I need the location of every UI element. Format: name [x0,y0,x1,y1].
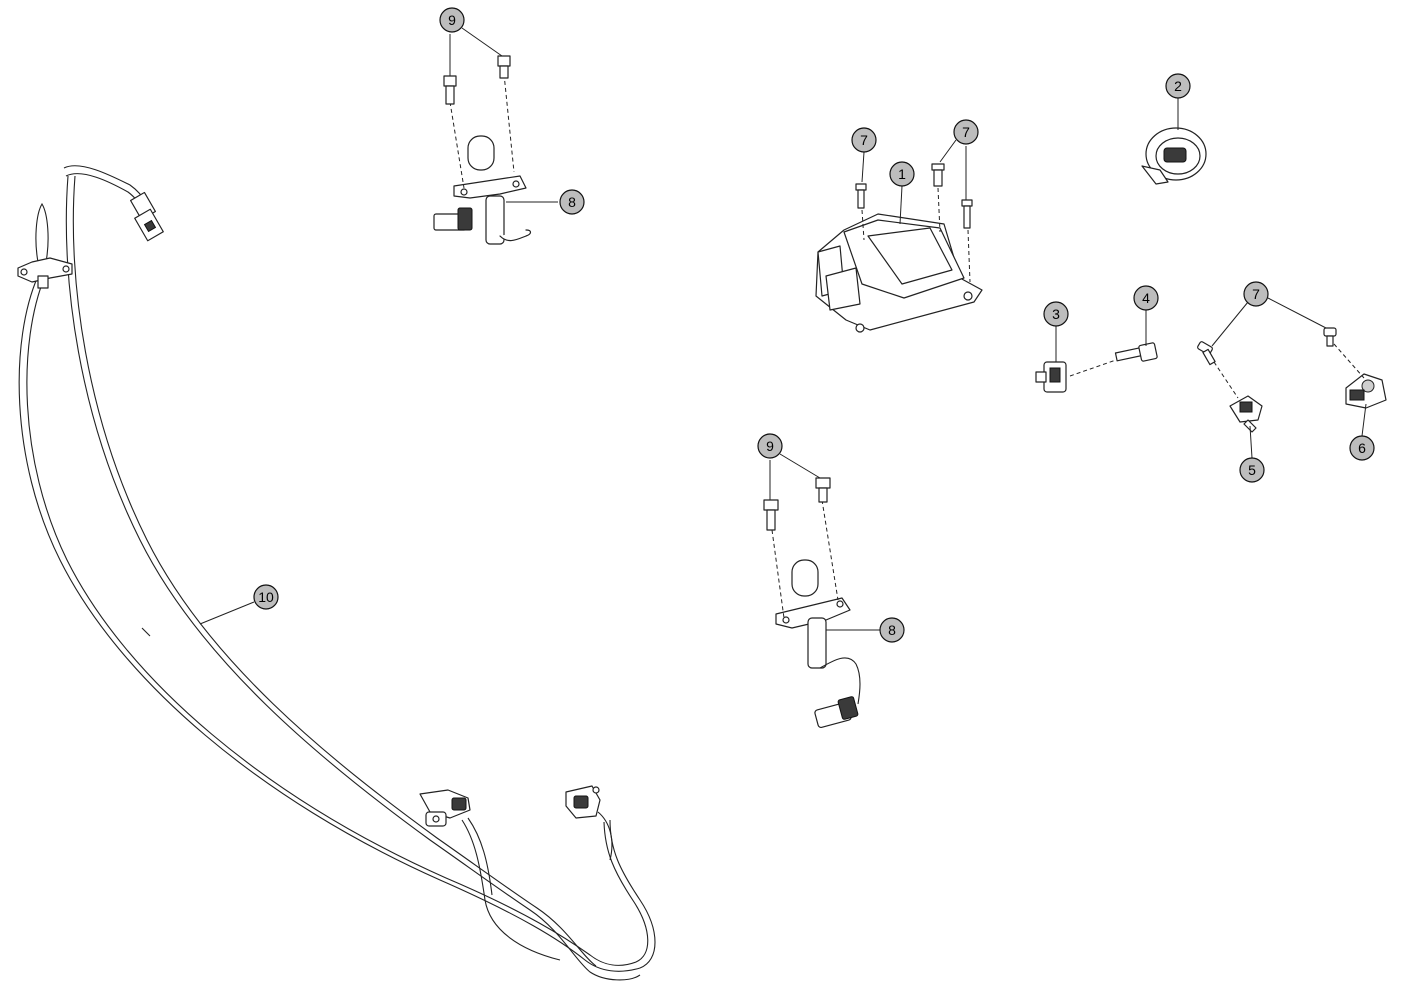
callout-label-7-right: 7 [1252,286,1260,302]
impact-sensor-6 [1333,343,1387,409]
long-bolt [1114,342,1158,362]
bolts-upper [443,55,511,105]
callout-label-7-mid: 7 [962,124,970,140]
callout-7-right: 7 [1243,281,1269,307]
callout-6: 6 [1349,435,1375,461]
callout-label-9-upper: 9 [448,12,456,28]
callout-label-1: 1 [898,166,906,182]
callout-7-left: 7 [851,127,877,153]
callout-2: 2 [1165,73,1191,99]
callout-label-6: 6 [1358,440,1366,456]
callout-10: 10 [253,584,279,610]
callout-7-mid: 7 [953,119,979,145]
callout-8-lower: 8 [879,617,905,643]
callout-label-10: 10 [258,589,274,605]
leader-lines [199,27,1367,631]
impact-sensor-5 [1213,361,1263,433]
callout-label-5: 5 [1248,462,1256,478]
callout-9-lower: 9 [757,433,783,459]
side-sensor [1035,359,1117,393]
callout-label-2: 2 [1174,78,1182,94]
harness-sensor-lower [419,789,471,827]
airbag-control-module [815,213,983,333]
callout-9-upper: 9 [439,7,465,33]
module-screws [855,163,973,283]
callout-1: 1 [889,161,915,187]
callout-label-3: 3 [1052,306,1060,322]
sensor-assembly-upper [433,73,532,245]
wiring-harness [17,165,656,981]
bolts-lower [763,477,831,531]
callout-5: 5 [1239,457,1265,483]
callout-label-8-lower: 8 [888,622,896,638]
screw-5 [1197,341,1216,366]
harness-bracket-left [17,257,73,289]
sensor-assembly-lower [771,499,861,729]
harness-connector-top [129,191,164,242]
callout-label-8-upper: 8 [568,194,576,210]
callout-label-9-lower: 9 [766,438,774,454]
round-sensor [1141,127,1207,185]
callout-4: 4 [1133,285,1159,311]
harness-sensor-right [565,785,601,819]
callout-8-upper: 8 [559,189,585,215]
callout-label-7-left: 7 [860,132,868,148]
callout-label-4: 4 [1142,290,1150,306]
callout-3: 3 [1043,301,1069,327]
screw-6 [1323,327,1337,347]
